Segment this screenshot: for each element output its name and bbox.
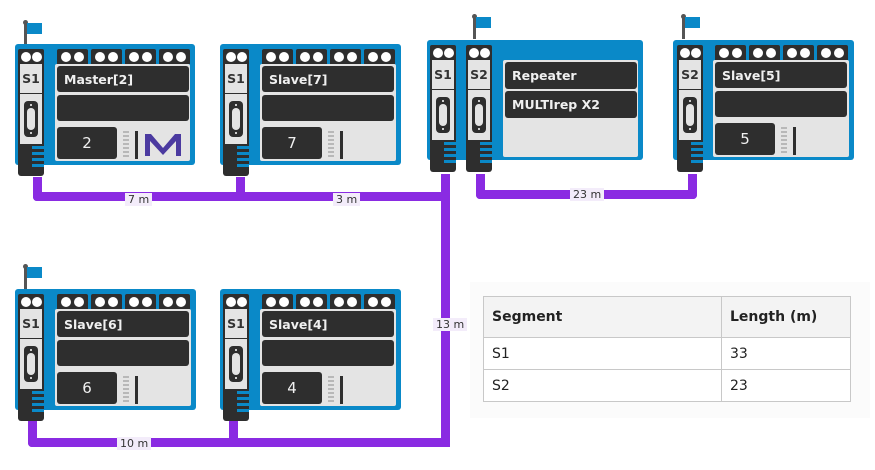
dsub-connector-icon — [430, 90, 456, 140]
device-name: Slave[4] — [262, 311, 394, 337]
status-bar-icon — [340, 131, 343, 159]
terminal-block — [262, 49, 395, 64]
device-name: Slave[7] — [262, 66, 394, 92]
terminal-block — [57, 49, 190, 64]
device-address: 6 — [57, 372, 117, 404]
device-name: Slave[5] — [715, 62, 847, 88]
device-line2 — [57, 340, 189, 366]
dsub-connector-icon — [466, 90, 492, 140]
column-header-segment: Segment — [483, 296, 722, 338]
status-bar-icon — [135, 376, 138, 404]
cable-length-label: 3 m — [333, 193, 361, 206]
termination-flag-icon — [22, 20, 42, 45]
cable-plug-icon — [18, 389, 44, 421]
cable-segment — [229, 420, 238, 447]
master-m-logo-icon — [145, 134, 181, 156]
port-label: S2 — [677, 60, 703, 90]
device-line2 — [262, 95, 394, 121]
device-address: 5 — [715, 123, 775, 155]
cable-plug-icon — [223, 144, 249, 176]
table-row: S1 33 — [483, 337, 851, 370]
device-address: 2 — [57, 127, 117, 159]
segment-length-table: Segment Length (m) S1 33 S2 23 — [483, 296, 851, 402]
device-address: 4 — [262, 372, 322, 404]
port-label: S2 — [466, 60, 492, 90]
device-line2 — [57, 95, 189, 121]
cable-plug-icon — [18, 144, 44, 176]
termination-flag-icon — [680, 14, 700, 39]
dsub-connector-icon — [18, 94, 44, 144]
device-line2 — [715, 91, 847, 117]
table-row: S2 23 — [483, 369, 851, 402]
cable-plug-icon — [430, 140, 456, 172]
led-indicator-icon — [123, 131, 129, 159]
cable-segment — [476, 174, 485, 199]
cable-length-label: 13 m — [433, 318, 468, 331]
dsub-connector-icon — [223, 339, 249, 389]
dsub-connector-icon — [18, 339, 44, 389]
led-indicator-icon — [781, 127, 787, 155]
terminal-block — [262, 294, 395, 309]
column-header-length: Length (m) — [721, 296, 851, 338]
terminal-block — [715, 45, 848, 60]
device-line2 — [262, 340, 394, 366]
device-address: 7 — [262, 127, 322, 159]
dsub-connector-icon — [223, 94, 249, 144]
terminal-block — [57, 294, 190, 309]
port-label: S1 — [223, 64, 249, 94]
cable-segment — [236, 177, 245, 201]
led-indicator-icon — [123, 376, 129, 404]
segment-cell: S2 — [483, 369, 722, 402]
cable-plug-icon — [677, 140, 703, 172]
device-name: Master[2] — [57, 66, 189, 92]
termination-flag-icon — [22, 264, 42, 289]
cable-segment — [33, 177, 42, 201]
cable-segment — [688, 174, 697, 199]
led-indicator-icon — [328, 131, 334, 159]
port-label: S1 — [223, 309, 249, 339]
port-label: S1 — [430, 60, 456, 90]
cable-length-label: 23 m — [570, 188, 605, 201]
port-label: S1 — [18, 309, 44, 339]
length-cell: 23 — [721, 369, 851, 402]
port-label: S1 — [18, 64, 44, 94]
cable-plug-icon — [466, 140, 492, 172]
led-indicator-icon — [328, 376, 334, 404]
cable-plug-icon — [223, 389, 249, 421]
segment-cell: S1 — [483, 337, 722, 370]
cable-segment — [28, 438, 450, 447]
cable-length-label: 7 m — [125, 193, 153, 206]
cable-length-label: 10 m — [117, 437, 152, 450]
dsub-connector-icon — [677, 90, 703, 140]
status-bar-icon — [340, 376, 343, 404]
cable-segment — [441, 174, 450, 447]
termination-flag-icon — [471, 14, 491, 39]
cable-segment — [28, 420, 37, 447]
length-cell: 33 — [721, 337, 851, 370]
device-name: Slave[6] — [57, 311, 189, 337]
table-header-row: Segment Length (m) — [483, 296, 851, 338]
status-bar-icon — [135, 131, 138, 159]
device-name: Repeater — [505, 62, 637, 89]
device-line2: MULTIrep X2 — [505, 91, 637, 118]
status-bar-icon — [793, 127, 796, 155]
